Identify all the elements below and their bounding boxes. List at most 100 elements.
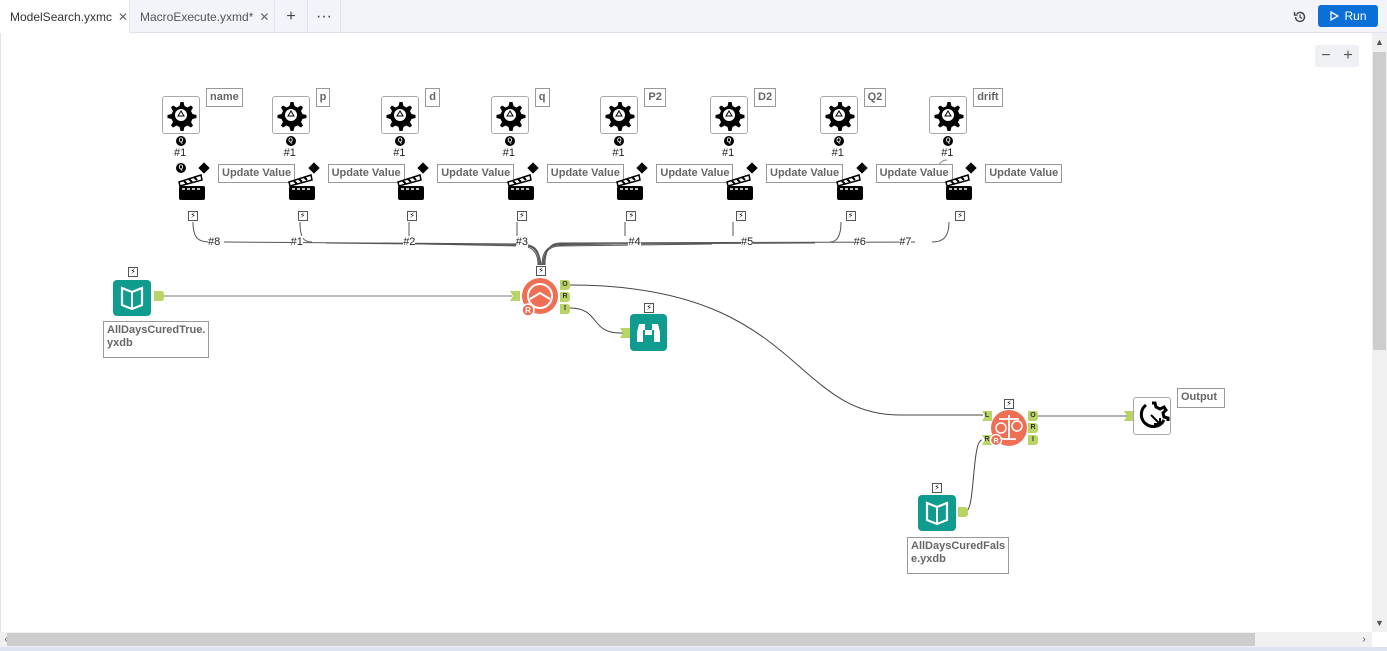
gear-icon	[382, 102, 418, 137]
connection-label: #1	[502, 147, 516, 159]
control-parameter-tool[interactable]	[271, 96, 310, 134]
clapperboard-icon	[943, 174, 973, 206]
connection-label: #1	[393, 147, 406, 159]
parameter-label: drift	[973, 88, 1003, 107]
action-tool[interactable]	[834, 172, 866, 204]
question-anchor-icon[interactable]: Q	[943, 136, 954, 146]
r-tool-icon: R	[521, 278, 558, 317]
action-tool[interactable]	[505, 172, 537, 204]
parameter-label: d	[425, 88, 440, 107]
new-tab-button[interactable]: +	[275, 0, 308, 33]
connection-label: #1	[612, 147, 625, 159]
input-data-tool-true[interactable]	[113, 278, 151, 316]
close-icon[interactable]: ✕	[259, 9, 270, 24]
action-tool[interactable]	[943, 172, 975, 204]
question-anchor-icon[interactable]: Q	[285, 136, 296, 146]
scroll-thumb[interactable]	[7, 633, 1255, 646]
parameter-label: q	[534, 88, 550, 107]
scroll-thumb[interactable]	[1373, 52, 1386, 350]
action-label: Update Value	[437, 164, 515, 183]
connection-label: #1	[174, 147, 187, 159]
scroll-left-icon[interactable]: ‹	[4, 634, 8, 645]
output-anchor-i[interactable]: I	[560, 304, 570, 314]
control-parameter-tool[interactable]	[381, 96, 420, 137]
scroll-up-icon[interactable]: ▲	[1375, 37, 1384, 47]
scroll-down-icon[interactable]: ▼	[1375, 618, 1384, 628]
gear-icon	[930, 102, 966, 137]
history-button[interactable]	[1290, 7, 1310, 27]
wire-label: #2	[403, 236, 416, 248]
output-anchor[interactable]	[154, 291, 164, 301]
gear-icon	[711, 102, 747, 137]
question-anchor-icon[interactable]: Q	[395, 136, 406, 146]
r-model-tool[interactable]: R	[520, 277, 560, 317]
question-anchor-icon[interactable]: Q	[176, 163, 186, 173]
input-data-tool-false[interactable]	[918, 493, 956, 531]
wire-8	[192, 221, 211, 243]
history-icon	[1293, 11, 1306, 23]
run-button[interactable]: Run	[1318, 5, 1378, 27]
action-tool[interactable]	[176, 172, 208, 204]
question-anchor-icon[interactable]: Q	[724, 136, 734, 146]
bolt-indicator: ⚡	[407, 211, 418, 221]
tab-label: MacroExecute.yxmd*	[140, 9, 254, 24]
bolt-indicator: ⚡	[1004, 399, 1014, 409]
output-anchor-r[interactable]: R	[1028, 423, 1038, 433]
action-label: Update Value	[327, 164, 405, 183]
output-anchor-o[interactable]: O	[1028, 411, 1038, 421]
input-anchor-r[interactable]: R	[982, 435, 992, 445]
action-tool[interactable]	[614, 172, 646, 204]
bolt-indicator: ⚡	[536, 266, 546, 276]
horizontal-scrollbar[interactable]: ‹ ›	[0, 632, 1372, 647]
control-parameter-tool[interactable]	[929, 96, 968, 137]
bolt-indicator: ⚡	[128, 267, 138, 277]
control-parameter-tool[interactable]	[490, 96, 529, 137]
output-anchor[interactable]	[958, 507, 968, 517]
close-icon[interactable]: ✕	[118, 10, 129, 24]
tab-modelsearch[interactable]: ModelSearch.yxmc ✕	[0, 0, 130, 34]
output-anchor-r[interactable]: R	[560, 292, 570, 302]
vertical-scrollbar[interactable]: ▲ ▼	[1372, 33, 1387, 632]
macro-output-tool[interactable]	[1133, 397, 1171, 435]
question-anchor-icon[interactable]: Q	[176, 136, 186, 146]
control-parameter-tool[interactable]	[162, 96, 200, 134]
bolt-indicator: ⚡	[955, 211, 966, 221]
browse-tool[interactable]	[630, 314, 667, 351]
svg-text:R: R	[525, 306, 531, 315]
gear-icon	[492, 102, 528, 137]
input-file-label: AllDaysCuredFals e.yxdb	[907, 537, 1009, 574]
control-parameter-tool[interactable]	[819, 96, 858, 134]
zoom-out-button[interactable]: −	[1321, 47, 1331, 64]
workflow-canvas[interactable]	[0, 33, 1372, 632]
question-anchor-icon[interactable]: Q	[614, 136, 625, 146]
gear-icon	[601, 102, 637, 137]
input-anchor[interactable]	[510, 291, 520, 301]
status-strip	[0, 647, 1387, 651]
action-label: Update Value	[218, 164, 296, 183]
clapperboard-icon	[395, 174, 425, 206]
input-file-label: AllDaysCuredTrue. yxdb	[103, 321, 209, 358]
tab-macroexecute[interactable]: MacroExecute.yxmd* ✕	[130, 0, 275, 33]
question-anchor-icon[interactable]: Q	[504, 136, 515, 146]
input-anchor[interactable]	[620, 328, 630, 338]
scroll-right-icon[interactable]: ›	[1362, 634, 1366, 645]
output-anchor-o[interactable]: O	[560, 280, 570, 290]
input-anchor-l[interactable]: L	[982, 411, 992, 421]
control-parameter-tool[interactable]	[710, 96, 748, 134]
more-tabs-button[interactable]: ···	[308, 0, 341, 33]
action-tool[interactable]	[724, 172, 756, 204]
parameter-label: p	[315, 88, 331, 107]
bolt-indicator: ⚡	[736, 211, 746, 221]
zoom-in-button[interactable]: +	[1343, 47, 1353, 64]
label-line: AllDaysCuredFals	[911, 540, 1006, 552]
action-tool[interactable]	[286, 172, 318, 204]
score-tool[interactable]: R	[989, 409, 1028, 447]
action-tool[interactable]	[395, 172, 427, 204]
control-parameter-tool[interactable]	[600, 96, 639, 137]
wire-label: #4	[628, 236, 641, 248]
output-anchor-i[interactable]: I	[1028, 435, 1038, 445]
input-anchor[interactable]	[1124, 411, 1134, 421]
connection-label: #1	[283, 147, 296, 159]
macro-output-icon	[1139, 401, 1170, 428]
question-anchor-icon[interactable]: Q	[833, 136, 844, 146]
